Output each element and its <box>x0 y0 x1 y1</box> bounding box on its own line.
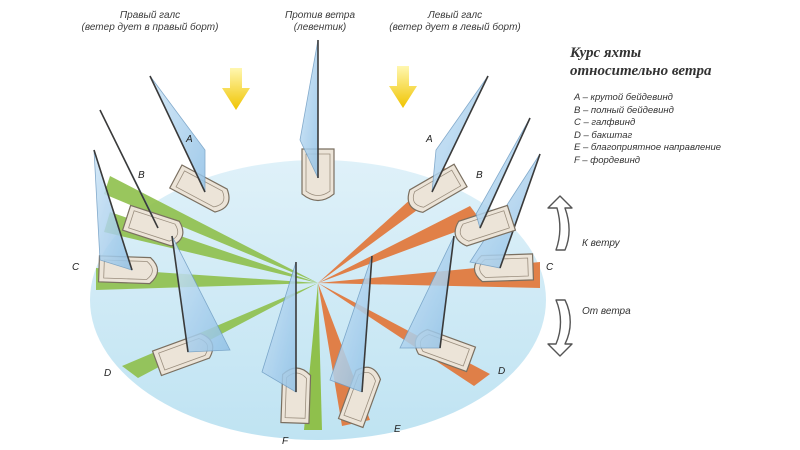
right-tack-subtitle: (ветер дует в правый борт) <box>81 22 219 33</box>
position-label-d-left: D <box>498 366 506 377</box>
legend-item-d: D – бакштаг <box>574 129 633 141</box>
position-label-d-right: D <box>104 368 112 379</box>
position-label-f: F <box>282 436 289 447</box>
mast <box>149 75 206 193</box>
yacht-right-a <box>149 75 230 213</box>
legend-item-a: A – крутой бейдевинд <box>574 92 673 103</box>
mast <box>99 109 159 229</box>
head-to-wind-header: Против ветра (левентик) <box>270 10 370 34</box>
mast <box>361 255 373 393</box>
mast <box>439 235 455 349</box>
wind-arrow-icon <box>389 66 417 108</box>
legend-item-f: F – фордевинд <box>574 154 641 166</box>
sector-right-a <box>104 176 318 283</box>
yacht-head-to-wind <box>299 39 335 202</box>
position-label-b-right: B <box>138 170 145 181</box>
right-tack-header: Правый галс (ветер дует в правый борт) <box>80 10 220 34</box>
legend-item-b: B – полный бейдевинд <box>574 104 674 116</box>
position-label-c-right: C <box>72 262 80 273</box>
mast <box>431 75 489 193</box>
position-label-e: E <box>394 424 401 435</box>
yacht-left-b <box>454 117 531 247</box>
legend-item-c: C – галфвинд <box>574 117 636 128</box>
from-wind-label: От ветра <box>582 306 631 317</box>
left-tack-subtitle: (ветер дует в левый борт) <box>389 22 521 33</box>
yacht-left-d <box>399 235 477 373</box>
curved-arrow-up-icon <box>547 195 573 251</box>
position-label-b-left: B <box>476 170 483 181</box>
yacht-broad-left <box>329 255 382 429</box>
yachts <box>93 39 541 429</box>
yacht-right-c <box>93 149 159 285</box>
right-tack-title: Правый галс <box>119 10 181 21</box>
position-label-c-left: C <box>546 262 554 273</box>
mast <box>499 153 541 269</box>
yacht-running <box>261 261 312 425</box>
curved-arrow-down-icon <box>547 299 573 357</box>
legend-title-line1: Курс яхты <box>570 45 642 61</box>
to-wind-label: К ветру <box>582 238 620 249</box>
mast <box>93 149 133 271</box>
left-tack-title: Левый галс <box>427 10 483 21</box>
mast <box>171 235 189 353</box>
hull <box>168 164 230 213</box>
position-label-a-left: A <box>426 134 433 145</box>
left-tack-header: Левый галс (ветер дует в левый борт) <box>385 10 525 34</box>
position-label-a-right: A <box>186 134 193 145</box>
legend-title: Курс яхты относительно ветра <box>570 44 712 80</box>
yacht-right-d <box>151 235 231 377</box>
head-to-wind-title: Против ветра <box>284 10 356 21</box>
legend-item-e: E – благоприятное направление <box>574 142 722 153</box>
hull <box>454 204 517 247</box>
head-to-wind-subtitle: (левентик) <box>293 22 347 33</box>
hull <box>121 204 184 247</box>
legend-title-line2: относительно ветра <box>570 63 712 79</box>
yacht-left-a <box>407 75 489 213</box>
legend-list: A – крутой бейдевинд B – полный бейдевин… <box>574 92 724 167</box>
sector-left-b <box>318 206 482 283</box>
hull <box>407 163 468 213</box>
wind-arrow-icon <box>222 68 250 110</box>
mast <box>479 117 531 229</box>
yacht-right-b <box>99 109 184 247</box>
